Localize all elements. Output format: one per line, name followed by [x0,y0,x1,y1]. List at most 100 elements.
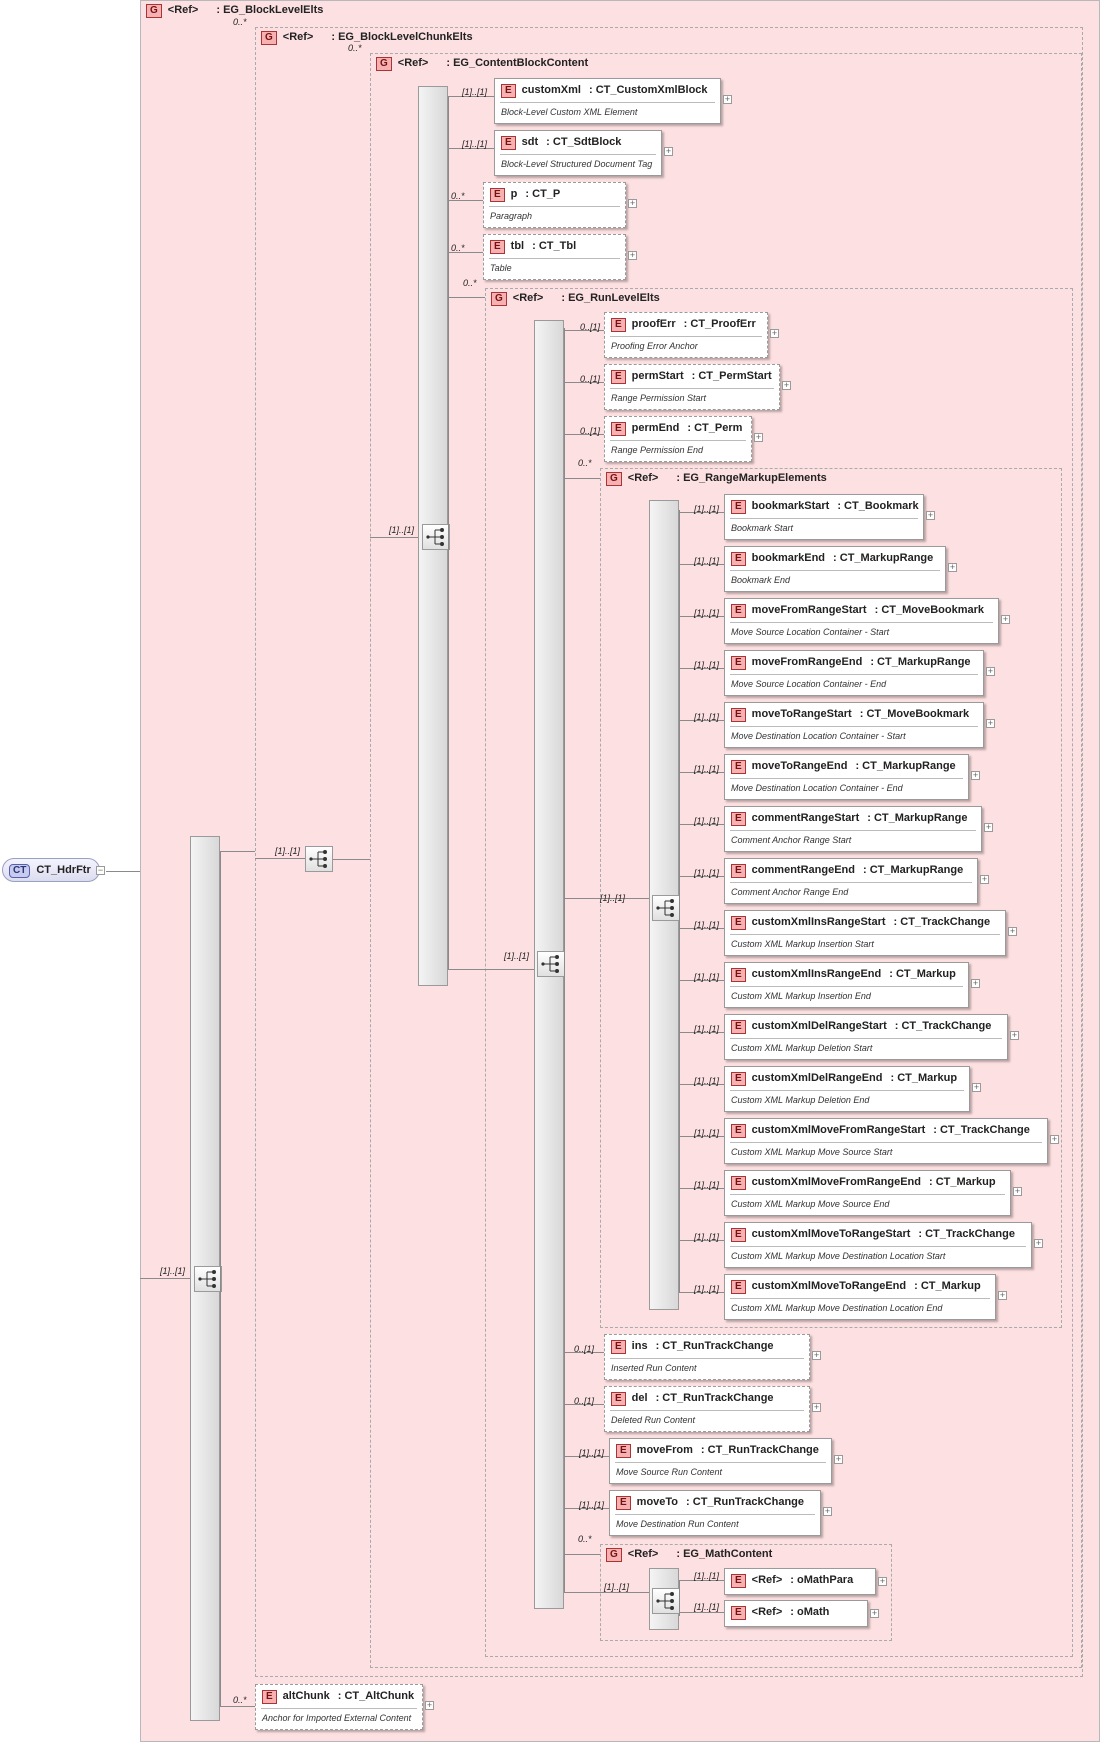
expand-toggle[interactable]: + [1034,1238,1043,1248]
sequence-compositor-icon [305,846,333,872]
expand-toggle[interactable]: + [1001,614,1010,624]
expand-toggle[interactable]: + [1050,1134,1059,1144]
expand-toggle[interactable]: + [812,1402,821,1412]
expand-toggle[interactable]: + [1013,1186,1022,1196]
expand-toggle[interactable]: + [1010,1030,1019,1040]
expand-toggle[interactable]: + [664,146,673,156]
element-name: moveToRangeEnd [751,760,848,772]
multiplicity-label: 0..* [451,191,465,201]
multiplicity-label: 0..* [578,1534,592,1544]
expand-toggle[interactable]: + [998,1290,1007,1300]
expand-toggle[interactable]: + [628,250,637,260]
element-name: customXmlMoveToRangeStart [751,1228,911,1240]
group-header[interactable]: G<Ref>: EG_BlockLevelElts [146,4,323,18]
separator [489,206,620,207]
connector-line [564,434,604,435]
expand-toggle[interactable]: + [972,1082,981,1092]
element-oMath[interactable]: E<Ref>: oMath [724,1600,868,1627]
element-type: : CT_MarkupRange [870,656,971,668]
expand-toggle[interactable]: + [870,1608,879,1618]
group-header[interactable]: G<Ref>: EG_RangeMarkupElements [606,472,827,486]
element-description: Move Source Location Container - Start [731,627,890,637]
element-name: ins [631,1340,648,1352]
group-name: : EG_RangeMarkupElements [676,472,827,484]
group-header[interactable]: G<Ref>: EG_MathContent [606,1548,772,1562]
element-type: : CT_ProofErr [683,318,756,330]
group-header[interactable]: G<Ref>: EG_RunLevelElts [491,292,660,306]
expand-toggle[interactable]: + [425,1700,434,1710]
expand-toggle[interactable]: + [878,1576,887,1586]
expand-toggle[interactable]: + [984,822,993,832]
expand-toggle[interactable]: + [926,510,935,520]
multiplicity-label: [1]..[1] [694,1076,720,1086]
connector-line [448,969,534,970]
group-name: : EG_BlockLevelChunkElts [331,31,473,43]
expand-toggle[interactable]: + [782,380,791,390]
element-badge: E [731,968,746,982]
expand-toggle[interactable]: + [1008,926,1017,936]
connector-line [448,252,483,253]
group-header[interactable]: G<Ref>: EG_ContentBlockContent [376,57,588,71]
expand-toggle[interactable]: + [628,198,637,208]
expand-toggle[interactable]: + [980,874,989,884]
connector-line [448,200,483,201]
connector-line [140,1278,190,1279]
connector-line [679,928,724,929]
element-oMathPara[interactable]: E<Ref>: oMathPara [724,1568,876,1595]
element-type: : CT_TrackChange [918,1228,1015,1240]
separator [730,518,918,519]
element-name: <Ref> [751,1606,783,1618]
group-header[interactable]: G<Ref>: EG_BlockLevelChunkElts [261,31,473,45]
expand-toggle[interactable]: + [754,432,763,442]
expand-toggle[interactable]: + [986,666,995,676]
expand-toggle[interactable]: + [823,1506,832,1516]
expand-toggle[interactable]: + [986,718,995,728]
connector-line [679,564,724,565]
expand-toggle[interactable]: + [812,1350,821,1360]
multiplicity-label: 0..[1] [574,1344,595,1354]
element-name: customXmlDelRangeStart [751,1020,887,1032]
element-type: : CT_MarkupRange [855,760,956,772]
expand-toggle[interactable]: + [971,978,980,988]
expand-toggle[interactable]: + [948,562,957,572]
expand-toggle[interactable]: + [723,94,732,104]
collapse-toggle[interactable]: − [96,865,105,875]
separator [730,1090,964,1091]
expand-toggle[interactable]: + [834,1454,843,1464]
expand-toggle[interactable]: + [971,770,980,780]
element-type: : CT_PermStart [691,370,772,382]
expand-toggle[interactable]: + [770,328,779,338]
